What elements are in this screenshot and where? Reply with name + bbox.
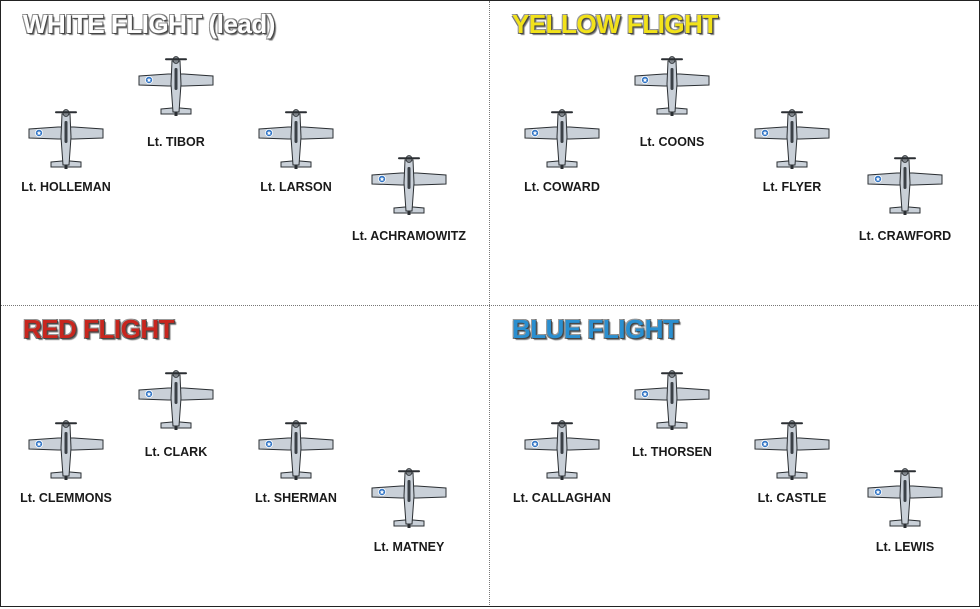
pilot-name: Lt. CASTLE bbox=[757, 491, 827, 505]
p51-mustang-icon bbox=[136, 54, 216, 122]
p51-mustang-icon bbox=[136, 368, 216, 436]
pilot-name: Lt. SHERMAN bbox=[255, 491, 337, 505]
flight-title: WHITE FLIGHT (lead) bbox=[23, 9, 275, 39]
pilot-name: Lt. FLYER bbox=[762, 180, 822, 194]
p51-mustang-icon bbox=[369, 466, 449, 534]
p51-mustang-icon bbox=[752, 107, 832, 175]
horizontal-divider bbox=[1, 305, 978, 306]
pilot-name: Lt. COONS bbox=[639, 135, 705, 149]
pilot-name: Lt. HOLLEMAN bbox=[21, 180, 111, 194]
p51-mustang-icon bbox=[752, 418, 832, 486]
pilot-name: Lt. LEWIS bbox=[875, 540, 935, 554]
blue-flight-panel: BLUE FLIGHT Lt. CALLAGHAN Lt. THORSEN Lt… bbox=[490, 306, 979, 609]
flight-title: BLUE FLIGHT bbox=[512, 314, 679, 344]
vertical-divider bbox=[489, 1, 490, 605]
p51-mustang-icon bbox=[256, 418, 336, 486]
p51-mustang-icon bbox=[369, 153, 449, 221]
pilot-name: Lt. LARSON bbox=[260, 180, 332, 194]
p51-mustang-icon bbox=[26, 107, 106, 175]
pilot-name: Lt. THORSEN bbox=[632, 445, 712, 459]
flight-title: RED FLIGHT bbox=[23, 314, 175, 344]
p51-mustang-icon bbox=[256, 107, 336, 175]
pilot-name: Lt. ACHRAMOWITZ bbox=[351, 229, 467, 243]
pilot-name: Lt. CALLAGHAN bbox=[513, 491, 611, 505]
p51-mustang-icon bbox=[632, 368, 712, 436]
white-flight-panel: WHITE FLIGHT (lead) Lt. HOLLEMAN Lt. TIB… bbox=[1, 1, 490, 304]
pilot-name: Lt. CLEMMONS bbox=[20, 491, 112, 505]
pilot-name: Lt. CLARK bbox=[144, 445, 208, 459]
red-flight-panel: RED FLIGHT Lt. CLEMMONS Lt. CLARK Lt. SH… bbox=[1, 306, 490, 609]
pilot-name: Lt. TIBOR bbox=[147, 135, 205, 149]
flight-title: YELLOW FLIGHT bbox=[512, 9, 718, 39]
p51-mustang-icon bbox=[26, 418, 106, 486]
p51-mustang-icon bbox=[522, 418, 602, 486]
yellow-flight-panel: YELLOW FLIGHT Lt. COWARD Lt. COONS Lt. F… bbox=[490, 1, 979, 304]
p51-mustang-icon bbox=[865, 466, 945, 534]
pilot-name: Lt. COWARD bbox=[524, 180, 600, 194]
pilot-name: Lt. MATNEY bbox=[373, 540, 445, 554]
p51-mustang-icon bbox=[632, 54, 712, 122]
pilot-name: Lt. CRAWFORD bbox=[858, 229, 952, 243]
p51-mustang-icon bbox=[522, 107, 602, 175]
p51-mustang-icon bbox=[865, 153, 945, 221]
